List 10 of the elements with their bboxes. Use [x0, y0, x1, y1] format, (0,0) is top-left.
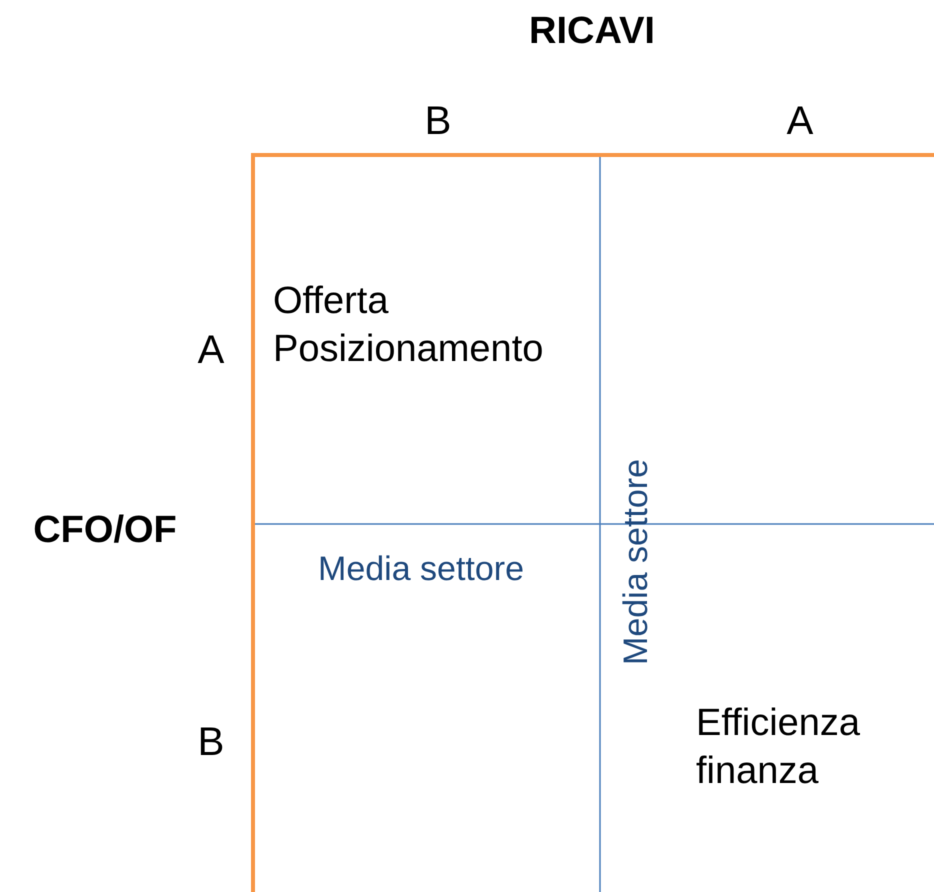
- axis-title: RICAVI: [529, 9, 655, 54]
- axis-label: A: [786, 98, 814, 145]
- axis-label: B: [198, 719, 224, 766]
- axis-label: B: [424, 98, 452, 145]
- quadrant-label: Efficienza finanza: [696, 701, 862, 794]
- reference-line-label: Media settore: [616, 459, 656, 665]
- axis-title: CFO/OF: [33, 508, 177, 553]
- axis-label: A: [198, 327, 224, 374]
- reference-line-label: Media settore: [318, 549, 524, 590]
- quadrant-label: Offerta Posizionamento: [273, 279, 544, 372]
